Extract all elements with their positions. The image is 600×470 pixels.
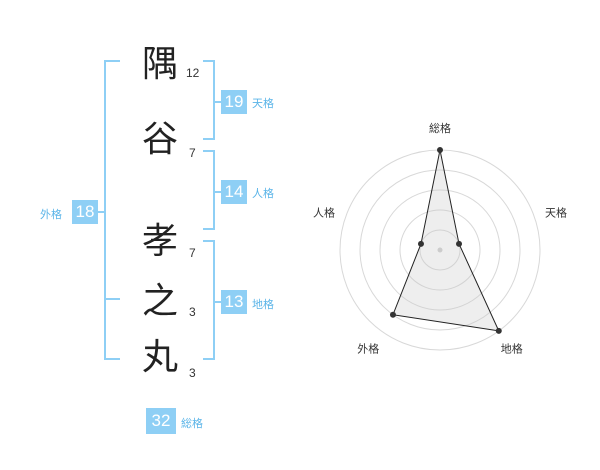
radar-point-0 — [437, 147, 443, 153]
chikaku-bracket-connector — [213, 301, 221, 303]
radar-grid-ring — [419, 229, 461, 271]
radar-data-polygon — [392, 149, 500, 332]
name-char-4: 之 — [141, 281, 178, 322]
soukaku-label: 総格 — [181, 417, 203, 430]
radar-axis-label-0: 総格 — [429, 121, 451, 135]
soukaku-value-badge: 32 — [146, 408, 176, 434]
chikaku-bracket-bottom — [203, 358, 215, 360]
tenkaku-bracket-connector — [213, 101, 221, 103]
tenkaku-value-badge: 19 — [221, 90, 247, 114]
tenkaku-label: 天格 — [252, 97, 274, 110]
stroke-count-4: 3 — [189, 305, 196, 319]
stroke-count-5: 3 — [189, 366, 196, 380]
radar-grid-ring — [399, 209, 481, 291]
radar-axis-label-3: 外格 — [357, 342, 379, 356]
chikaku-bracket-top — [203, 240, 215, 242]
chikaku-label: 地格 — [252, 298, 274, 311]
gaikaku-bracket-vertical — [104, 60, 106, 360]
radar-axis-label-4: 人格 — [313, 205, 335, 219]
tenkaku-bracket-bottom — [203, 138, 215, 140]
stroke-count-2: 7 — [189, 146, 196, 160]
radar-point-1 — [456, 240, 463, 247]
name-char-3: 孝 — [141, 221, 178, 262]
gaikaku-bracket-tick — [104, 298, 120, 300]
radar-axis-label-1: 天格 — [545, 205, 567, 219]
radar-grid-ring — [359, 169, 521, 331]
tenkaku-bracket-top — [203, 60, 215, 62]
gaikaku-label: 外格 — [40, 208, 62, 221]
chikaku-bracket-vertical — [213, 240, 215, 360]
radar-point-4 — [417, 240, 424, 247]
stroke-count-1: 12 — [186, 66, 200, 80]
chikaku-value-badge: 13 — [221, 290, 247, 314]
jinkaku-bracket-connector — [213, 191, 221, 193]
name-char-5: 丸 — [141, 337, 178, 378]
name-char-1: 隅 — [141, 44, 178, 85]
radar-grid-ring — [379, 189, 501, 311]
jinkaku-value-badge: 14 — [221, 180, 247, 204]
radar-point-2 — [495, 327, 502, 334]
radar-center-dot — [437, 247, 443, 253]
jinkaku-label: 人格 — [252, 187, 274, 200]
gaikaku-bracket-connector — [98, 211, 106, 213]
gaikaku-bracket-top — [104, 60, 120, 62]
jinkaku-bracket-top — [203, 150, 215, 152]
jinkaku-bracket-vertical — [213, 150, 215, 230]
stroke-count-3: 7 — [189, 246, 196, 260]
radar-axis-label-2: 地格 — [501, 342, 523, 356]
jinkaku-bracket-bottom — [203, 228, 215, 230]
gaikaku-value-badge: 18 — [72, 200, 98, 224]
name-char-2: 谷 — [141, 119, 178, 160]
tenkaku-bracket-vertical — [213, 60, 215, 140]
radar-point-3 — [389, 311, 396, 318]
gaikaku-bracket-bottom — [104, 358, 120, 360]
